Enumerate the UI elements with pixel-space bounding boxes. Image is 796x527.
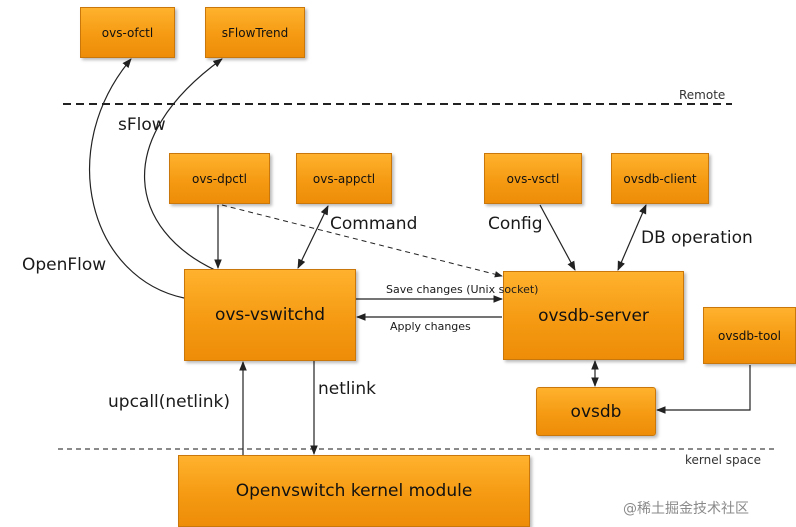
ovsdb-tool-label: ovsdb-tool (718, 328, 781, 343)
command-label: Command (330, 214, 418, 234)
ovs-appctl-label: ovs-appctl (312, 171, 376, 186)
ovs-appctl-box: ovs-appctl (296, 153, 392, 204)
remote-zone-label: Remote (679, 88, 726, 102)
ovsdb-server-label: ovsdb-server (538, 305, 649, 326)
ovsdb-label: ovsdb (570, 401, 622, 422)
sflow-connector (143, 58, 223, 271)
ovsdb-client-box: ovsdb-client (611, 153, 709, 204)
apply-changes-label: Apply changes (390, 320, 471, 333)
config-label: Config (488, 214, 543, 234)
appctl-connector (297, 205, 329, 269)
ovsdb-client-label: ovsdb-client (623, 171, 697, 186)
kernel-space-zone-label: kernel space (685, 453, 761, 467)
openflow-connector (88, 58, 185, 299)
ovsdb-client-connector (617, 204, 647, 271)
ovs-ofctl-label: ovs-ofctl (101, 25, 154, 40)
ovs-vsctl-box: ovs-vsctl (484, 153, 582, 204)
kernel-module-label: Openvswitch kernel module (235, 481, 473, 501)
ovsdb-server-box: ovsdb-server (503, 271, 684, 360)
watermark: @稀土掘金技术社区 (623, 501, 749, 517)
kernel-module-box: Openvswitch kernel module (178, 455, 530, 527)
dpctl-dashed-connector (221, 204, 503, 278)
ovsdb-box: ovsdb (536, 387, 656, 436)
ovsdb-tool-connector (656, 365, 751, 414)
sflow-label: sFlow (118, 115, 166, 135)
ovsdb-tool-box: ovsdb-tool (703, 307, 796, 364)
vsctl-connector (539, 204, 576, 271)
save-changes-label: Save changes (Unix socket) (386, 283, 539, 296)
openflow-label: OpenFlow (22, 255, 107, 275)
ovs-dpctl-box: ovs-dpctl (169, 153, 270, 204)
upcall-label: upcall(netlink) (108, 392, 231, 412)
db-operation-label: DB operation (641, 228, 753, 248)
sflowtrend-label: sFlowTrend (221, 25, 289, 40)
ovs-vswitchd-box: ovs-vswitchd (184, 269, 356, 361)
ovs-vsctl-label: ovs-vsctl (506, 171, 560, 186)
ovs-vswitchd-label: ovs-vswitchd (214, 305, 326, 325)
netlink-label: netlink (318, 379, 376, 399)
ovs-ofctl-box: ovs-ofctl (80, 7, 175, 58)
ovs-dpctl-label: ovs-dpctl (192, 171, 247, 186)
sflowtrend-box: sFlowTrend (205, 7, 305, 58)
